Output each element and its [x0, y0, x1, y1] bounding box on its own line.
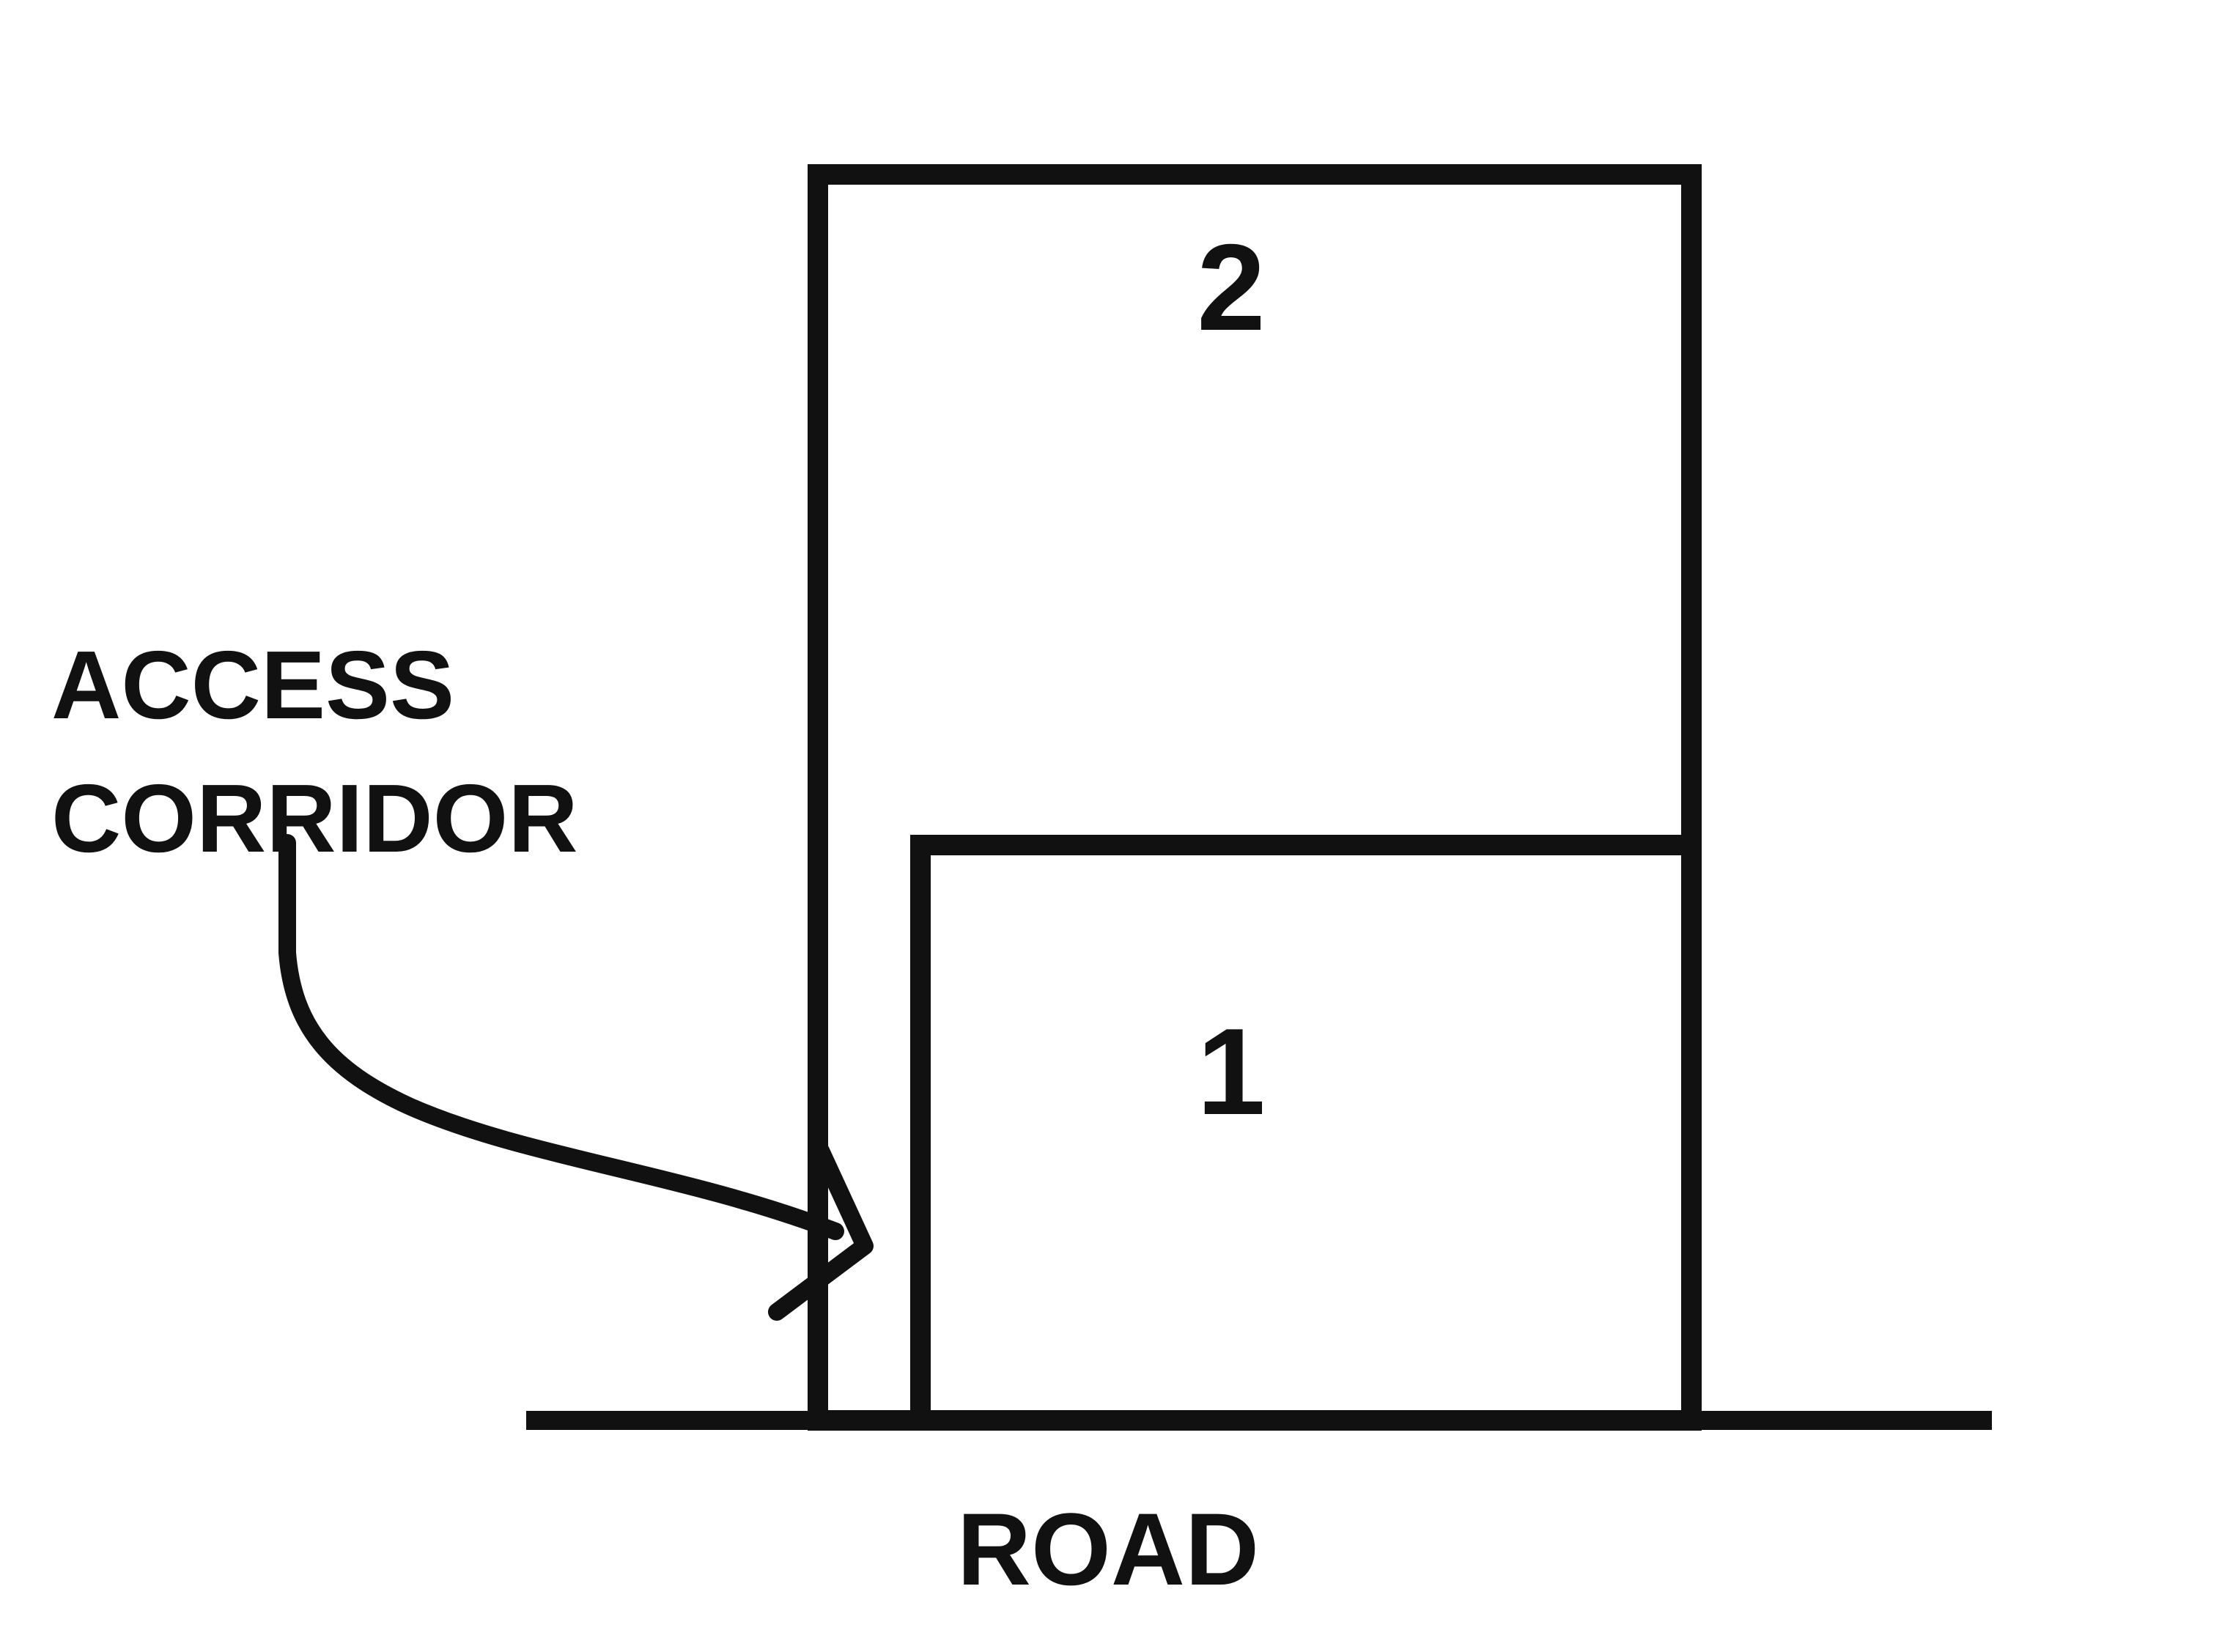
access-corridor-label-line-2: CORRIDOR: [51, 764, 578, 872]
parcel-1-label: 1: [1197, 1003, 1265, 1140]
access-corridor-label-line-1: ACCESS: [51, 631, 454, 739]
access-corridor-leader-line: [278, 834, 844, 1240]
access-corridor-arrowhead: [768, 1142, 874, 1321]
road-label: ROAD: [957, 1491, 1259, 1607]
parcel-2-boundary: [808, 164, 1702, 1431]
parcel-1-boundary: [910, 835, 1702, 1431]
parcel-2-label: 2: [1197, 218, 1265, 356]
